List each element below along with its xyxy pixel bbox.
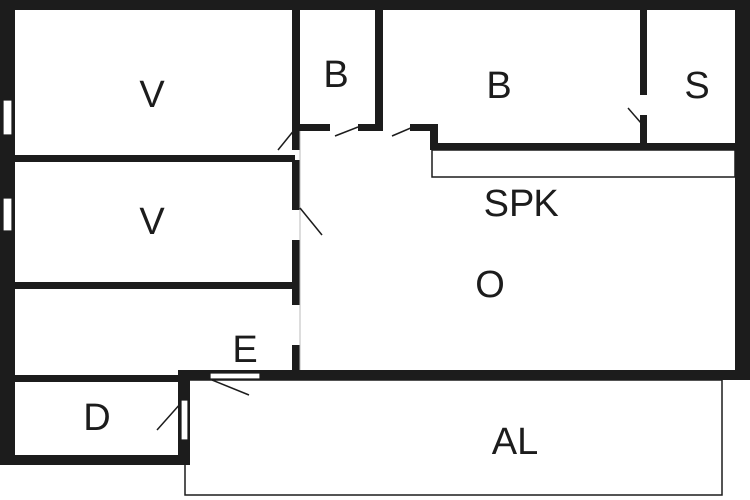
door-swing xyxy=(277,128,296,151)
window xyxy=(2,197,13,232)
room-labels: V B B S V O E D AL SP K xyxy=(83,54,709,463)
outer-wall-left xyxy=(0,0,15,465)
room-label-b1: B xyxy=(323,54,348,96)
room-label-al: AL xyxy=(492,421,538,463)
wall-b1-bottom-2 xyxy=(358,124,383,131)
door-swing xyxy=(299,207,323,236)
room-label-k: K xyxy=(533,183,558,225)
outer-wall-top xyxy=(0,0,750,10)
window xyxy=(209,372,261,380)
room-label-v1: V xyxy=(139,74,165,116)
wall-v2-right-lower xyxy=(292,240,300,305)
room-label-v2: V xyxy=(139,201,165,243)
room-label-s: S xyxy=(684,65,709,107)
wall-s-left-lower xyxy=(640,115,647,150)
windows xyxy=(2,99,261,441)
room-label-e: E xyxy=(232,329,257,371)
door-swing xyxy=(156,402,182,431)
door-swing xyxy=(211,379,250,396)
door-swing xyxy=(627,107,642,124)
walls xyxy=(0,0,750,465)
wall-v2-bottom xyxy=(15,282,295,289)
window xyxy=(180,399,189,441)
window xyxy=(2,99,13,136)
door-swing xyxy=(334,126,359,137)
wall-b2-corner xyxy=(430,124,438,150)
kitchen-counter xyxy=(431,149,736,178)
wall-v2-right xyxy=(292,160,300,210)
wall-v1-bottom xyxy=(15,155,295,162)
room-label-sp: SP xyxy=(484,183,535,225)
wall-b2-bottom xyxy=(410,124,438,131)
wall-b1-bottom xyxy=(300,124,330,131)
wall-s-left xyxy=(640,10,647,95)
wall-d-bottom xyxy=(0,455,190,465)
wall-b1-left xyxy=(292,10,300,150)
outer-wall-right xyxy=(735,0,750,380)
door-swings xyxy=(156,107,642,431)
door-swing xyxy=(391,126,414,137)
wall-e-right xyxy=(292,345,300,373)
room-label-d: D xyxy=(83,397,110,439)
room-label-o: O xyxy=(475,264,505,306)
balcony-outline xyxy=(184,379,723,496)
outer-wall-bottom xyxy=(178,370,750,380)
wall-d-top xyxy=(15,375,180,382)
wall-b1-right xyxy=(375,10,383,130)
room-label-b2: B xyxy=(486,65,511,107)
wall-b2-s-bottom xyxy=(430,143,735,150)
